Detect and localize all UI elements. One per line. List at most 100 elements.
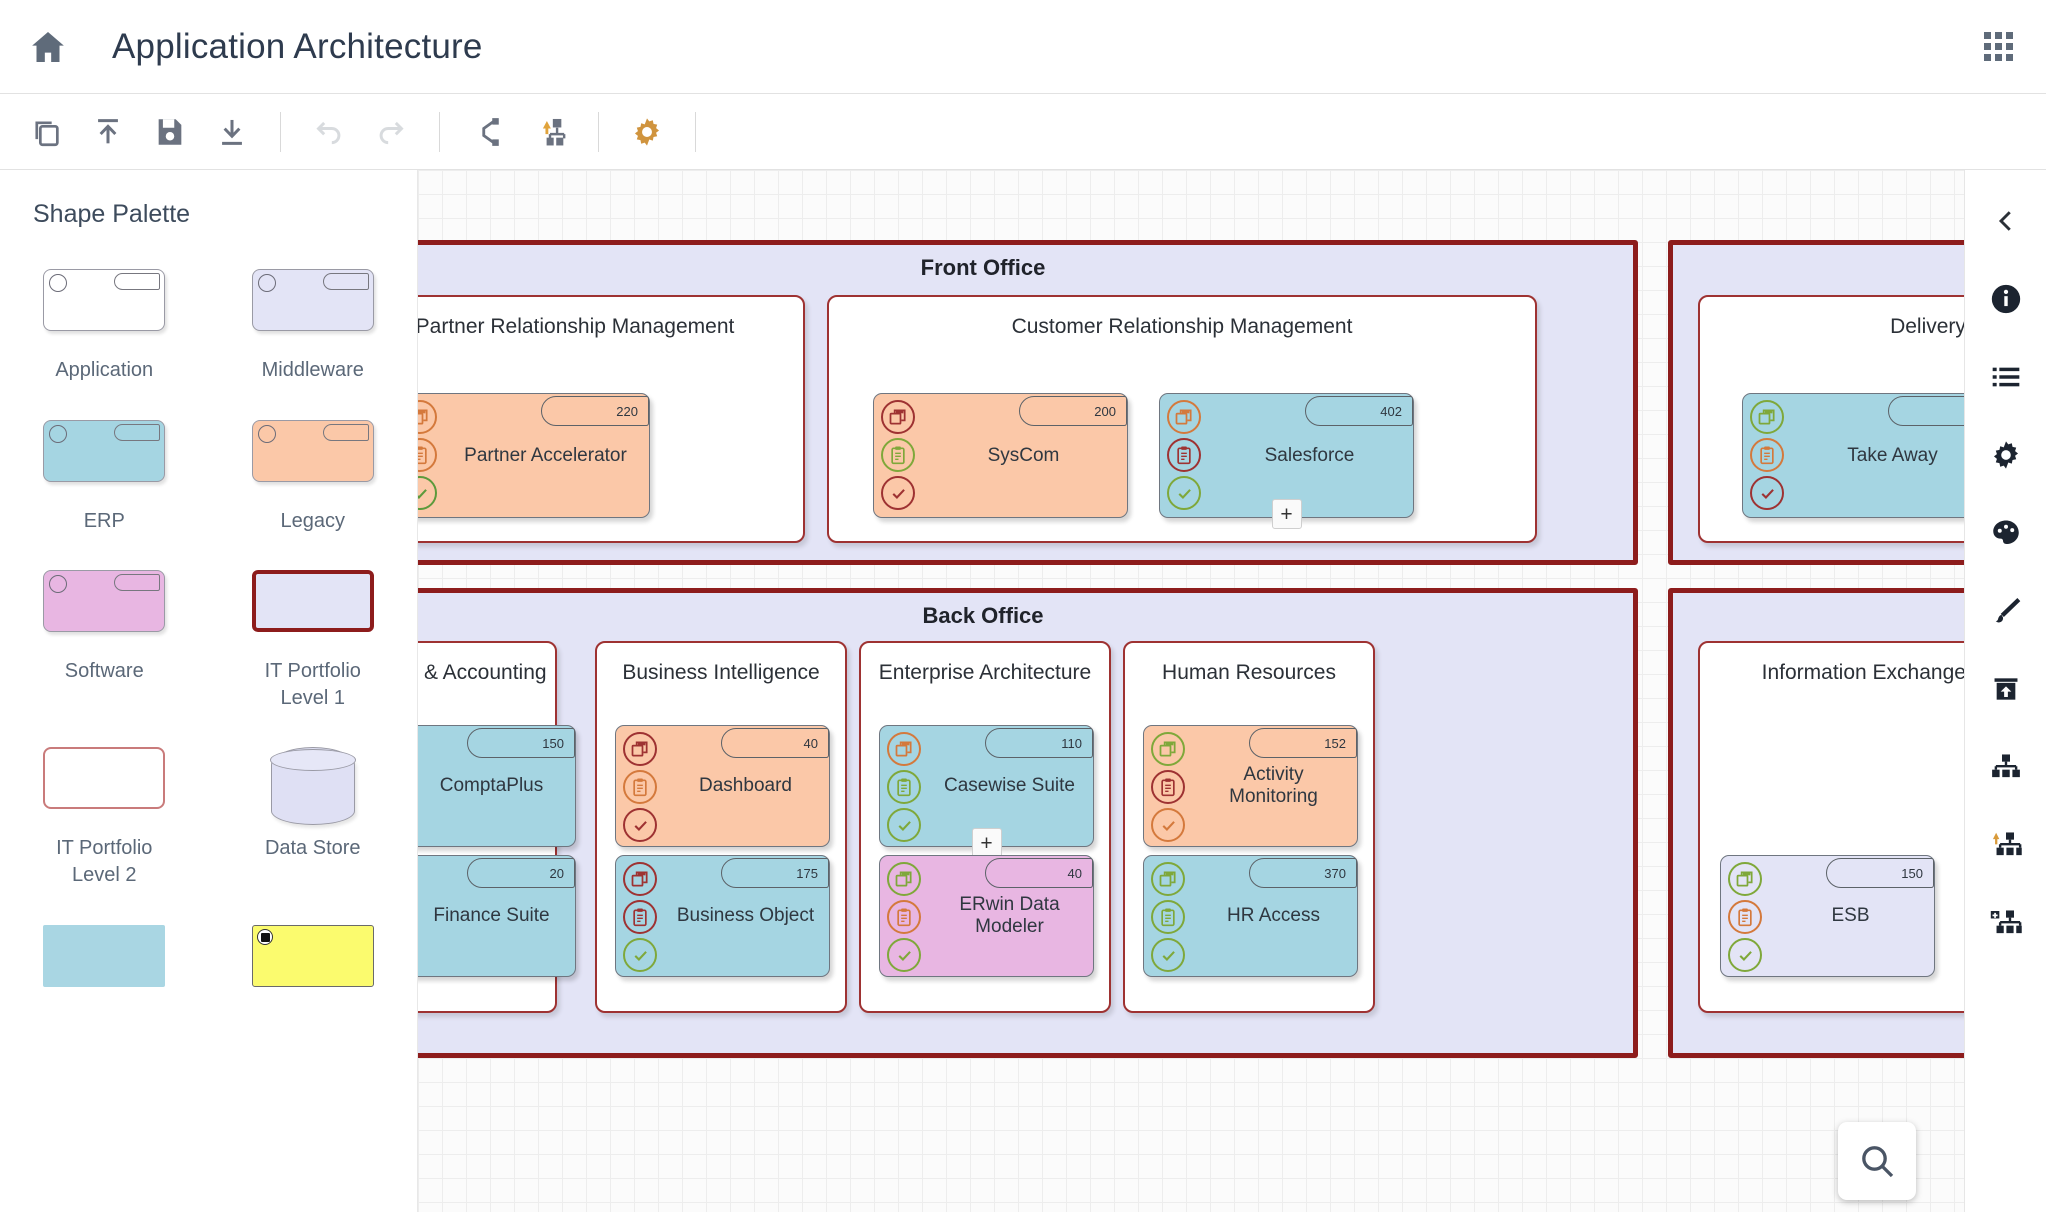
- palette-item-legacy[interactable]: Legacy: [209, 414, 418, 535]
- palette-item-shape-9[interactable]: [209, 919, 418, 987]
- card-value-badge: 40: [985, 858, 1093, 888]
- hierarchy-icon[interactable]: [1979, 740, 2033, 794]
- card-value-badge: 402: [1305, 396, 1413, 426]
- gear-icon[interactable]: [1979, 428, 2033, 482]
- card-label: Business Object: [676, 905, 815, 926]
- expand-card-button[interactable]: +: [971, 828, 1002, 858]
- document-status-icon: [881, 438, 915, 472]
- expand-card-button[interactable]: +: [1271, 499, 1302, 529]
- save-button[interactable]: [142, 104, 198, 160]
- group-title: Human Resources: [1162, 661, 1336, 684]
- card-label: ComptaPlus: [439, 775, 544, 796]
- band-title: Back Office: [922, 603, 1044, 628]
- document-status-icon: [887, 900, 921, 934]
- list-icon[interactable]: [1979, 350, 2033, 404]
- apps-grid-icon[interactable]: [1976, 25, 2020, 69]
- palette-item-it-portfolio-level-2[interactable]: IT Portfolio Level 2: [0, 741, 209, 888]
- chevron-left-icon[interactable]: [1979, 194, 2033, 248]
- palette-item-shape-8[interactable]: [0, 919, 209, 987]
- back-office-band[interactable]: Back OfficeFinance & Accounting 150Compta…: [418, 588, 1638, 1058]
- check-status-icon: [1151, 938, 1185, 972]
- palette-item-data-store[interactable]: Data Store: [209, 741, 418, 888]
- palette-item-label: ERP: [83, 509, 125, 532]
- search-icon[interactable]: [1838, 1122, 1916, 1200]
- download-button[interactable]: [204, 104, 260, 160]
- trash-icon[interactable]: [1979, 662, 2033, 716]
- card-value-badge: 110: [985, 728, 1093, 758]
- card-label: Partner Accelerator: [464, 444, 627, 466]
- group-finance-accounting[interactable]: Finance & Accounting150ComptaPlus20Finan…: [418, 641, 576, 1013]
- palette-shape-preview: [251, 570, 374, 633]
- check-status-icon: [1728, 938, 1762, 972]
- band-title: Front Office: [920, 255, 1046, 280]
- toolbar-divider: [598, 111, 599, 152]
- front-office-band-right[interactable]: Delivery2Take Away: [1668, 240, 1964, 565]
- palette-item-application[interactable]: Application: [0, 263, 209, 384]
- palette-item-it-portfolio-level-1[interactable]: IT Portfolio Level 1: [209, 564, 418, 711]
- card-status-badges: [418, 400, 437, 514]
- color-palette-icon[interactable]: [1979, 506, 2033, 560]
- document-status-icon: [623, 770, 657, 804]
- palette-item-erp[interactable]: ERP: [0, 414, 209, 535]
- card-value-badge: 200: [1019, 396, 1127, 426]
- redo-button[interactable]: [363, 104, 419, 160]
- connector-button[interactable]: [460, 104, 516, 160]
- card-label: SysCom: [987, 444, 1060, 466]
- card-label: Casewise Suite: [944, 775, 1075, 796]
- palette-item-middleware[interactable]: Middleware: [209, 263, 418, 384]
- undo-button[interactable]: [301, 104, 357, 160]
- promote-button[interactable]: [522, 104, 578, 160]
- palette-title: Shape Palette: [33, 200, 191, 228]
- palette-shape-preview: [251, 269, 374, 331]
- card-value-badge: 150: [467, 728, 575, 758]
- hierarchy-add-icon[interactable]: [1979, 896, 2033, 950]
- card-status-badges: [1167, 400, 1201, 514]
- hierarchy-up-icon[interactable]: [1979, 818, 2033, 872]
- card-status-badges: [1151, 732, 1185, 846]
- back-office-band-right[interactable]: Information Exchange Management150ESB: [1668, 588, 1964, 1058]
- card-label: ESB: [1831, 905, 1870, 926]
- card-label: HR Access: [1227, 905, 1320, 926]
- paintbrush-icon[interactable]: [1979, 584, 2033, 638]
- document-status-icon: [1151, 900, 1185, 934]
- document-status-icon: [1167, 438, 1201, 472]
- window-status-icon: [623, 732, 657, 766]
- palette-item-label: Software: [64, 660, 144, 683]
- card-status-badges: [887, 732, 921, 846]
- palette-item-software[interactable]: Software: [0, 564, 209, 711]
- card-status-badges: [1728, 862, 1762, 976]
- group-delivery[interactable]: Delivery2Take Away: [1698, 295, 1964, 543]
- info-icon[interactable]: [1979, 272, 2033, 326]
- main-toolbar: [0, 94, 2046, 170]
- app-card-take-away[interactable]: 2Take Away: [1742, 393, 1964, 518]
- palette-item-label: Legacy: [280, 509, 346, 532]
- group-information-exchange-management[interactable]: Information Exchange Management150ESB: [1698, 641, 1964, 1013]
- copy-button[interactable]: [18, 104, 74, 160]
- home-icon[interactable]: [12, 11, 84, 83]
- upload-button[interactable]: [80, 104, 136, 160]
- group-title: Finance & Accounting: [418, 661, 547, 684]
- document-status-icon: [418, 438, 437, 472]
- settings-button[interactable]: [619, 104, 675, 160]
- window-status-icon: [623, 862, 657, 896]
